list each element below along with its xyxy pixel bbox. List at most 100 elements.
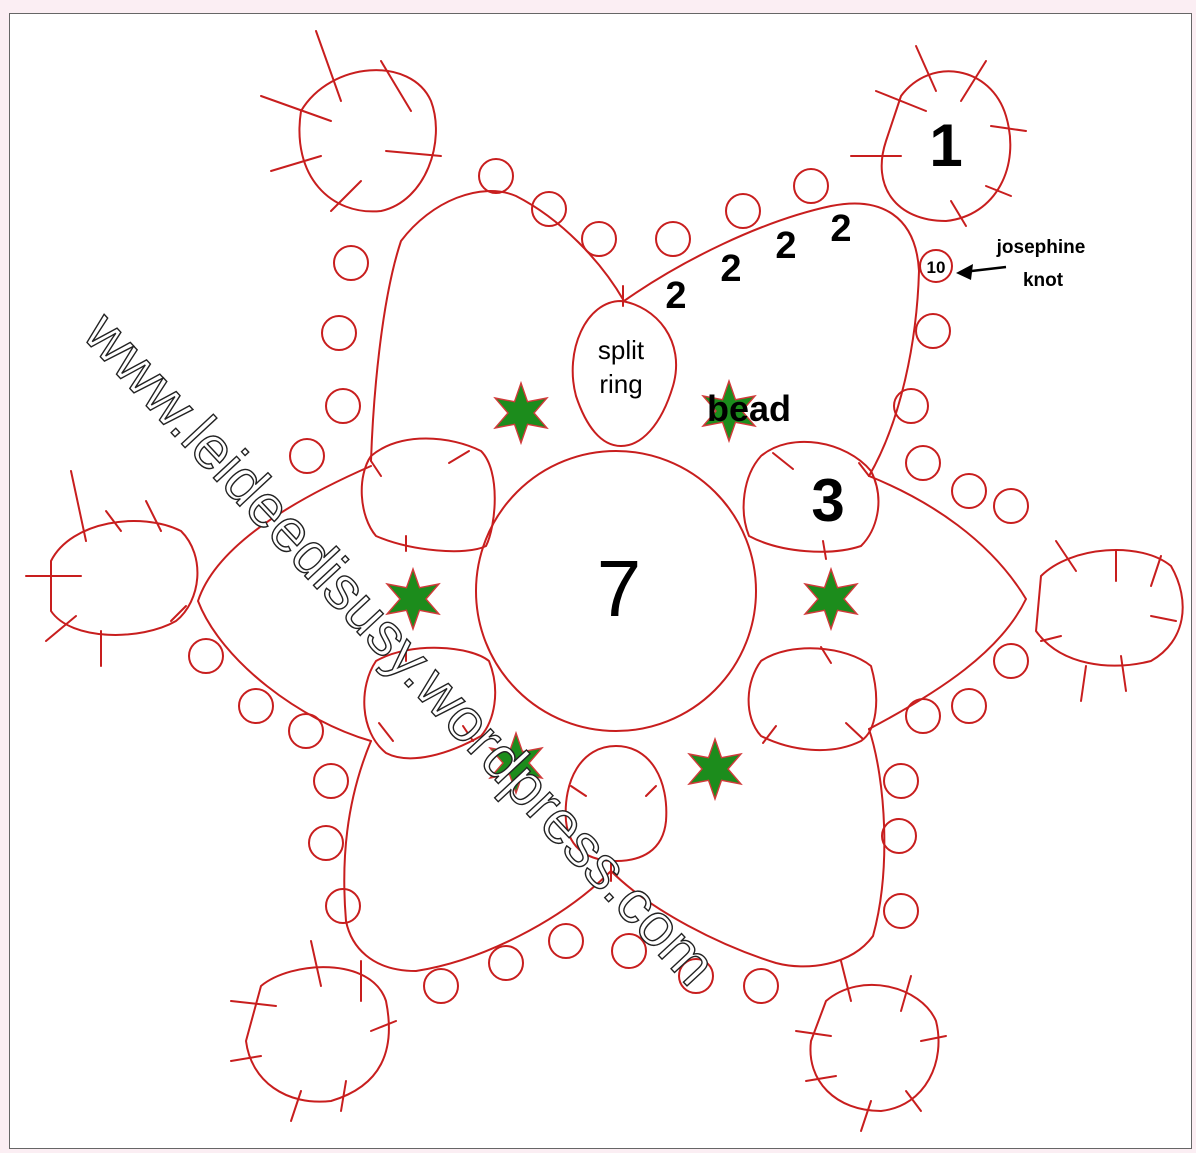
- bead-star: [687, 736, 743, 802]
- chain-upper-right: [623, 202, 920, 477]
- inner-ring-upper-right: [742, 440, 880, 553]
- label-ring-1: 1: [929, 112, 962, 179]
- picot-tick: [340, 1080, 347, 1112]
- inner-ring-lower-left: [363, 646, 497, 760]
- picot-tick: [985, 185, 1012, 197]
- picot-tick: [1040, 635, 1062, 642]
- picot-ring: [188, 638, 224, 674]
- label-chain-2a: 2: [665, 275, 686, 317]
- picot-ring: [743, 968, 779, 1004]
- outer-large-ring: [809, 983, 940, 1112]
- picot-tick: [260, 95, 332, 122]
- picot-ring: [423, 968, 459, 1004]
- picot-ring: [321, 315, 357, 351]
- chain-lower-left: [343, 740, 612, 972]
- tatting-pattern-diagram: 1 2 2 2 2 3 7 10 josephine knot split ri…: [25, 30, 1184, 1132]
- picot-ring: [333, 245, 369, 281]
- bead-star: [701, 378, 757, 444]
- join-ticks: [370, 285, 870, 882]
- picot-tick: [230, 1000, 277, 1007]
- chain-lower-right: [610, 728, 886, 968]
- picot-tick: [270, 155, 322, 172]
- inner-ring-lower-right: [747, 647, 878, 751]
- bead-star: [385, 566, 441, 632]
- picot-ring: [993, 488, 1029, 524]
- picot-ring: [883, 893, 919, 929]
- picot-ring: [308, 825, 344, 861]
- chain-upper-left: [370, 190, 625, 462]
- picot-ring: [905, 445, 941, 481]
- outer-large-ring: [1035, 549, 1184, 667]
- picot-tick: [1150, 555, 1162, 587]
- picot-tick: [145, 500, 162, 532]
- picot-tick: [1080, 665, 1087, 702]
- picot-tick: [230, 1055, 262, 1062]
- picot-ring: [883, 763, 919, 799]
- picot-tick: [1150, 615, 1177, 622]
- picot-tick: [920, 1035, 947, 1042]
- picot-ring: [611, 933, 647, 969]
- label-chain-2c: 2: [775, 225, 796, 267]
- picot-ring: [325, 388, 361, 424]
- picot-ring: [655, 221, 691, 257]
- bead-star: [488, 730, 544, 796]
- outer-large-ring: [245, 966, 390, 1103]
- picot-ring: [238, 688, 274, 724]
- picot-tick: [950, 200, 967, 227]
- picot-tick: [805, 1075, 837, 1082]
- inner-rings: [360, 300, 880, 862]
- picot-rings: [188, 158, 1029, 1004]
- label-josephine-line2: knot: [1023, 270, 1064, 291]
- picot-tick: [915, 45, 937, 92]
- picot-tick: [370, 1020, 397, 1032]
- picot-tick: [385, 150, 442, 157]
- picot-tick: [45, 615, 77, 642]
- picot-ring: [581, 221, 617, 257]
- label-josephine-10: 10: [927, 258, 946, 277]
- picot-ring: [881, 818, 917, 854]
- picot-tick: [960, 60, 987, 102]
- picot-ring: [531, 191, 567, 227]
- label-ring-3: 3: [811, 467, 844, 534]
- split-ring: [571, 300, 678, 447]
- inner-ring-upper-left: [360, 437, 496, 553]
- picot-tick: [330, 180, 362, 212]
- picot-tick: [990, 125, 1027, 132]
- label-split-line1: split: [598, 335, 645, 365]
- picot-ring: [289, 438, 325, 474]
- picot-ring: [548, 923, 584, 959]
- label-bead: bead: [707, 388, 791, 429]
- center-ring: [475, 450, 757, 732]
- label-chain-2b: 2: [720, 248, 741, 290]
- beads: [385, 378, 859, 802]
- outer-large-rings: [25, 30, 1184, 1132]
- picot-tick: [70, 470, 87, 542]
- outer-large-ring: [50, 520, 199, 636]
- chain-right: [868, 475, 1027, 730]
- picot-tick: [905, 1090, 922, 1112]
- picot-tick: [105, 510, 122, 532]
- outer-large-ring: [880, 70, 1012, 222]
- picot-ring: [951, 688, 987, 724]
- picot-ring: [893, 388, 929, 424]
- inner-ring-bottom: [564, 745, 668, 862]
- picot-ring: [725, 193, 761, 229]
- picot-tick: [1055, 540, 1077, 572]
- picot-ring: [951, 473, 987, 509]
- diagram-frame: 1 2 2 2 2 3 7 10 josephine knot split ri…: [9, 13, 1192, 1149]
- picot-tick: [315, 30, 342, 102]
- picot-ring: [478, 158, 514, 194]
- chain-left: [197, 465, 372, 742]
- watermark: www.leideedisusy.wordpress.com: [71, 298, 729, 997]
- picot-ring: [288, 713, 324, 749]
- label-chain-2d: 2: [830, 208, 851, 250]
- picot-tick: [900, 975, 912, 1012]
- picot-ring: [793, 168, 829, 204]
- picot-tick: [875, 90, 927, 112]
- picot-tick: [380, 60, 412, 112]
- label-center-7: 7: [597, 544, 642, 633]
- outer-chains: [197, 190, 1027, 972]
- picot-tick: [795, 1030, 832, 1037]
- picot-ring: [993, 643, 1029, 679]
- picot-ring: [905, 698, 941, 734]
